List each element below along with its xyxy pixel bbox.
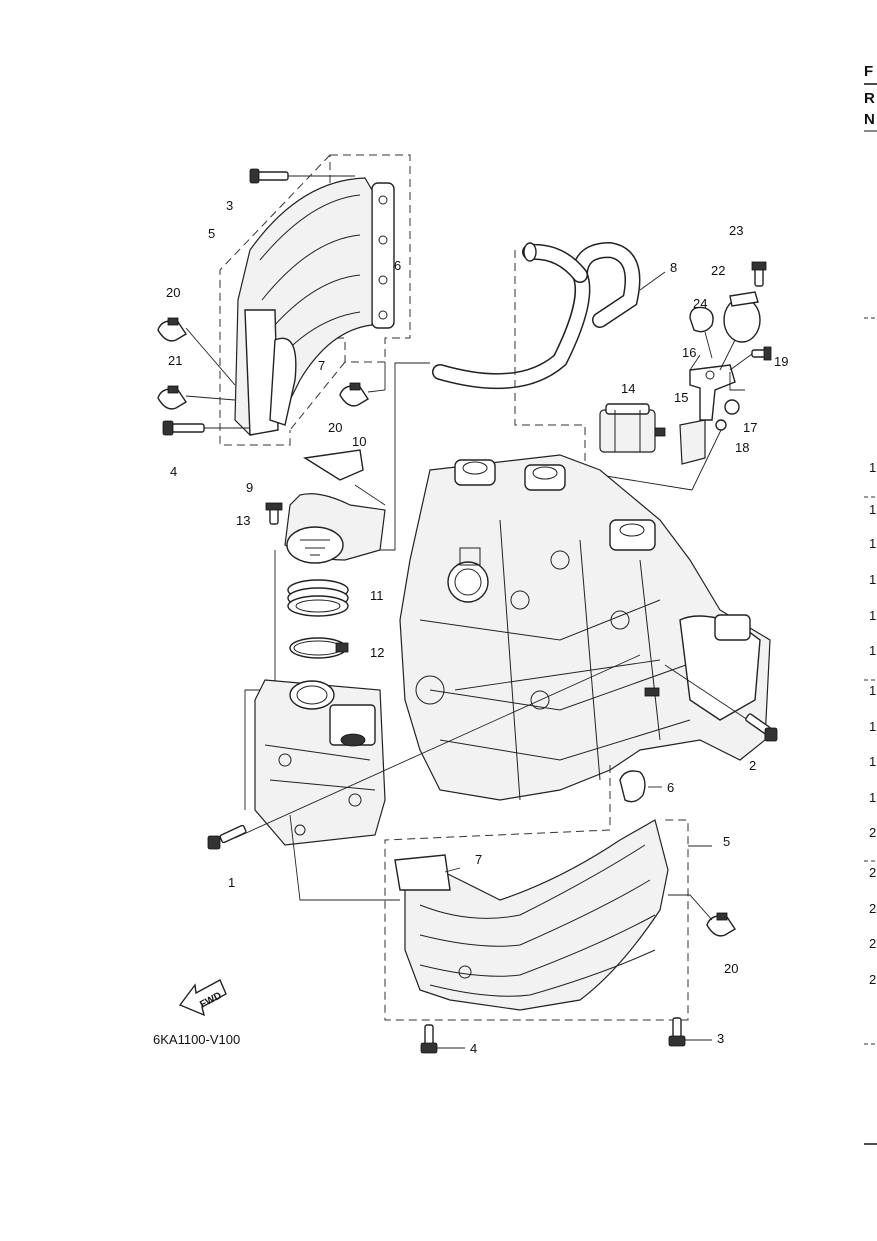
callout-17: 17 xyxy=(743,420,757,435)
edge-header-letter: N xyxy=(864,111,875,128)
edge-row-digit: 2 xyxy=(869,936,876,951)
callout-21: 21 xyxy=(168,353,182,368)
gasket-upper xyxy=(371,182,395,329)
diagram-code: 6KA1100-V100 xyxy=(153,1032,240,1047)
clamp-20-upper xyxy=(157,317,236,386)
edge-row-digit: 1 xyxy=(869,790,876,805)
edge-row-digit: 2 xyxy=(869,865,876,880)
callout-18: 18 xyxy=(735,440,749,455)
callout-3-upper: 3 xyxy=(226,198,233,213)
edge-row-digit: 1 xyxy=(869,719,876,734)
bolt-1 xyxy=(207,824,247,850)
bolt-19 xyxy=(729,346,772,371)
callout-22: 22 xyxy=(711,263,725,278)
silencer-9-10 xyxy=(284,362,430,564)
intake-manifold-lower xyxy=(404,819,669,1011)
engine-block xyxy=(399,454,771,801)
canister-14 xyxy=(599,403,666,453)
edge-row-digit: 2 xyxy=(869,972,876,987)
edge-row-digit: 2 xyxy=(869,825,876,840)
callout-5-lower: 5 xyxy=(723,834,730,849)
callout-4-lower: 4 xyxy=(470,1041,477,1056)
callout-23: 23 xyxy=(729,223,743,238)
fwd-arrow: FWD xyxy=(178,979,227,1017)
callout-20-lower: 20 xyxy=(724,961,738,976)
callout-16: 16 xyxy=(682,345,696,360)
gasket-7-upper xyxy=(269,337,297,426)
callout-5-upper: 5 xyxy=(208,226,215,241)
callout-19: 19 xyxy=(774,354,788,369)
edge-row-digit: 1 xyxy=(869,502,876,517)
hose-clamp-12 xyxy=(289,637,349,659)
callout-6-lower: 6 xyxy=(667,780,674,795)
hose-8 xyxy=(432,241,666,510)
clamp-20-mid xyxy=(339,362,386,407)
callout-12: 12 xyxy=(370,645,384,660)
callout-7-lower: 7 xyxy=(475,852,482,867)
callout-15: 15 xyxy=(674,390,688,405)
edge-row-digit: 1 xyxy=(869,643,876,658)
edge-header-letter: F xyxy=(864,63,873,80)
edge-row-digit: 1 xyxy=(869,683,876,698)
sensor-22 xyxy=(719,291,761,371)
edge-row-digit: 1 xyxy=(869,572,876,587)
collar-17 xyxy=(724,399,740,415)
callout-20-upper: 20 xyxy=(166,285,180,300)
callout-3-lower: 3 xyxy=(717,1031,724,1046)
callout-2: 2 xyxy=(749,758,756,773)
edge-header-letter: R xyxy=(864,90,875,107)
bolt-23 xyxy=(751,261,767,287)
grommet-24 xyxy=(689,306,714,359)
washer-18 xyxy=(691,419,727,491)
callout-13: 13 xyxy=(236,513,250,528)
gasket-6-lower xyxy=(619,770,662,803)
bolt-4-lower xyxy=(420,1024,465,1054)
bolt-2 xyxy=(745,713,778,742)
callout-4-upper: 4 xyxy=(170,464,177,479)
callout-9: 9 xyxy=(246,480,253,495)
edge-row-digit: 1 xyxy=(869,608,876,623)
stay-16 xyxy=(689,354,736,421)
throttle-body xyxy=(254,679,386,846)
plate-10 xyxy=(303,449,364,481)
edge-row-digit: 1 xyxy=(869,460,876,475)
lower-intake-manifold-group xyxy=(289,765,712,1021)
callout-1: 1 xyxy=(228,875,235,890)
bolt-3-lower xyxy=(668,1017,712,1047)
clamp-20-lower xyxy=(668,894,736,937)
bolt-3-upper xyxy=(249,168,355,184)
gasket-7-lower xyxy=(394,854,451,891)
bracket-15 xyxy=(679,419,706,465)
upper-intake-manifold-group xyxy=(157,154,411,446)
bolt-4-upper xyxy=(162,420,250,436)
callout-10: 10 xyxy=(352,434,366,449)
edge-row-digit: 1 xyxy=(869,754,876,769)
clamp-21 xyxy=(157,385,236,410)
right-edge-text: F R N 1 1 1 1 1 1 1 1 1 1 2 2 2 2 2 xyxy=(864,63,877,1145)
callout-24: 24 xyxy=(693,296,707,311)
callout-20-mid: 20 xyxy=(328,420,342,435)
bolt-13 xyxy=(265,502,283,525)
callout-7-upper: 7 xyxy=(318,358,325,373)
edge-row-digit: 2 xyxy=(869,901,876,916)
seal-11 xyxy=(287,579,349,617)
edge-row-digit: 1 xyxy=(869,536,876,551)
callout-14: 14 xyxy=(621,381,635,396)
callout-11: 11 xyxy=(370,588,384,603)
callout-8: 8 xyxy=(670,260,677,275)
callout-6-upper: 6 xyxy=(394,258,401,273)
